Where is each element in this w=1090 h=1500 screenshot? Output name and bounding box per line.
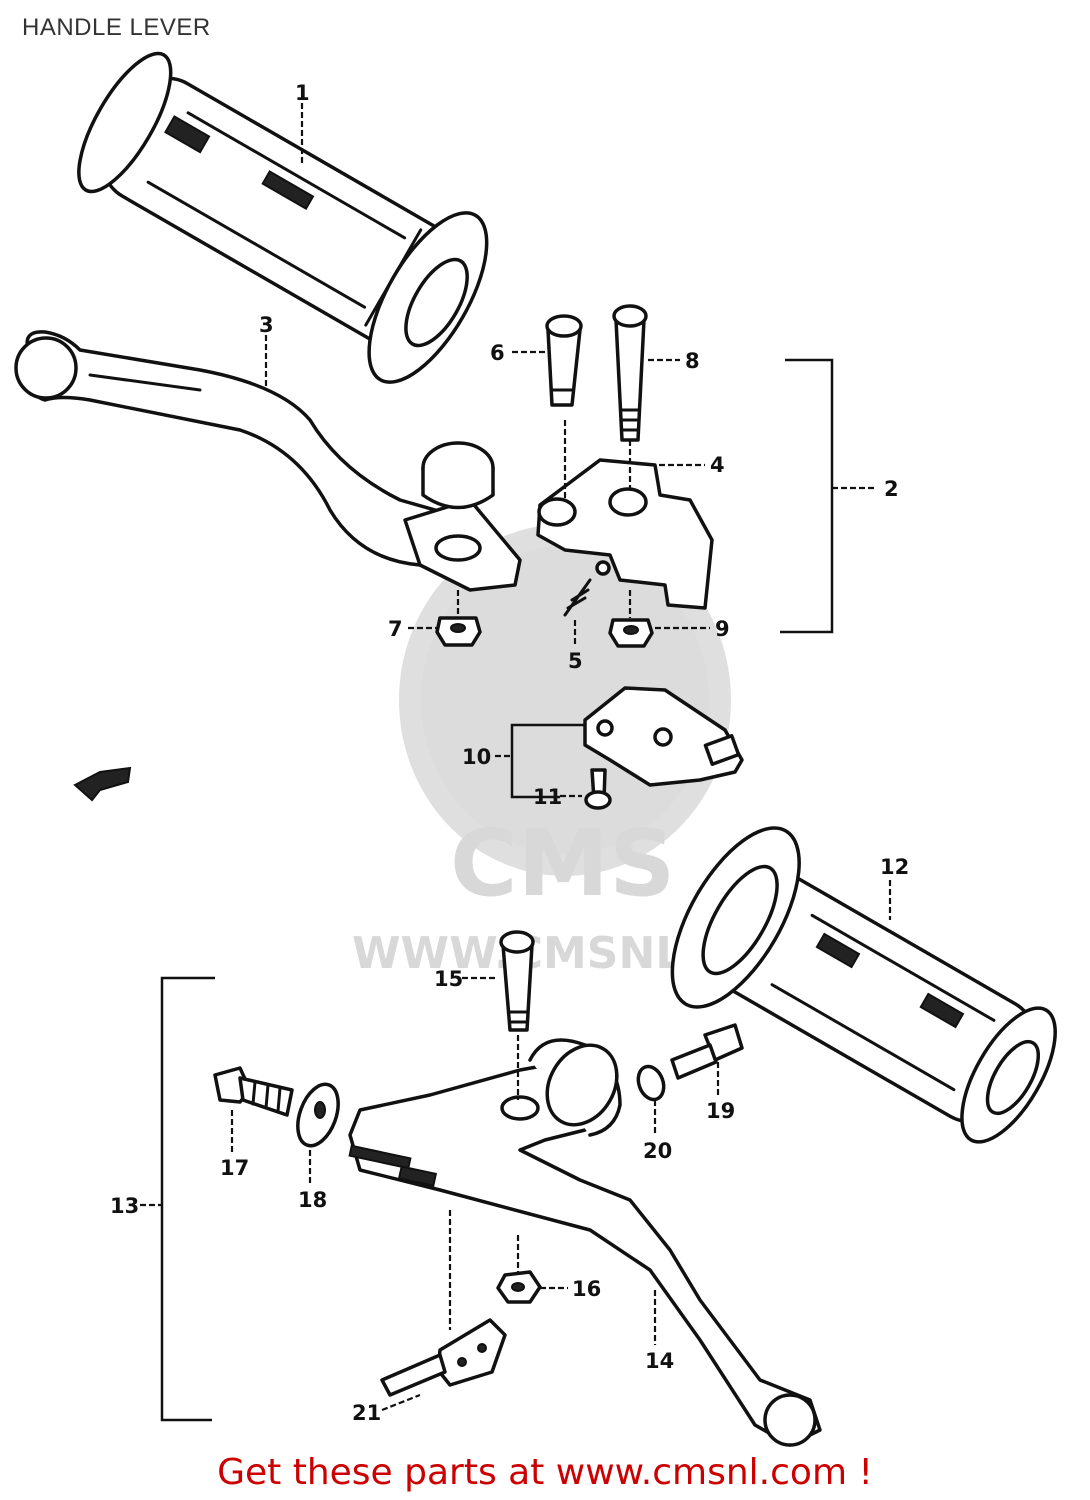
bracket-10 — [510, 723, 585, 799]
callout-21[interactable]: 21 — [352, 1401, 381, 1425]
part-18-washer[interactable] — [290, 1079, 346, 1151]
front-arrow-icon — [73, 766, 132, 802]
part-9-nut[interactable] — [608, 618, 654, 648]
part-5-spring[interactable] — [563, 578, 592, 617]
callout-1[interactable]: 1 — [295, 81, 310, 105]
callout-16[interactable]: 16 — [572, 1277, 601, 1301]
part-21-clip[interactable] — [380, 1318, 507, 1397]
callout-9[interactable]: 9 — [715, 617, 730, 641]
callout-13[interactable]: 13 — [110, 1194, 139, 1218]
part-3-lever[interactable] — [14, 330, 522, 592]
callout-4[interactable]: 4 — [710, 453, 725, 477]
part-16-nut[interactable] — [496, 1270, 542, 1304]
part-20-washer[interactable] — [634, 1063, 668, 1103]
part-12-right-grip[interactable] — [647, 808, 1086, 1177]
callout-15[interactable]: 15 — [434, 967, 463, 991]
part-14-lever[interactable] — [348, 1033, 822, 1447]
part-17-adjuster-bolt[interactable] — [213, 1066, 294, 1117]
leader-lines — [230, 103, 892, 1412]
part-15-bolt[interactable] — [499, 930, 535, 1032]
callout-14[interactable]: 14 — [645, 1349, 674, 1373]
callout-20[interactable]: 20 — [643, 1139, 672, 1163]
page-title: HANDLE LEVER — [22, 14, 211, 41]
part-1-left-grip[interactable] — [53, 26, 510, 400]
bracket-2 — [780, 358, 876, 634]
callout-labels: 1 2 3 4 5 6 7 8 9 10 11 12 13 14 15 16 1… — [110, 81, 909, 1425]
part-10-switch[interactable] — [583, 686, 744, 787]
callout-10[interactable]: 10 — [462, 745, 491, 769]
watermark-logo: CMS — [450, 810, 675, 917]
part-6-pivot-bolt[interactable] — [545, 314, 583, 407]
bracket-13 — [140, 976, 215, 1422]
callout-12[interactable]: 12 — [880, 855, 909, 879]
part-11-screw[interactable] — [584, 768, 612, 810]
callout-7[interactable]: 7 — [388, 617, 403, 641]
footer-link[interactable]: Get these parts at www.cmsnl.com ! — [217, 1452, 873, 1493]
callout-5[interactable]: 5 — [568, 649, 583, 673]
callout-2[interactable]: 2 — [884, 477, 899, 501]
callout-8[interactable]: 8 — [685, 349, 700, 373]
part-19-screw[interactable] — [670, 1023, 744, 1080]
part-8-bolt[interactable] — [612, 304, 648, 442]
callout-18[interactable]: 18 — [298, 1188, 327, 1212]
callout-17[interactable]: 17 — [220, 1156, 249, 1180]
part-7-nut[interactable] — [435, 616, 482, 647]
callout-6[interactable]: 6 — [490, 341, 505, 365]
callout-3[interactable]: 3 — [259, 313, 274, 337]
part-4-lever-holder[interactable] — [536, 458, 714, 610]
callout-11[interactable]: 11 — [533, 785, 562, 809]
callout-19[interactable]: 19 — [706, 1099, 735, 1123]
